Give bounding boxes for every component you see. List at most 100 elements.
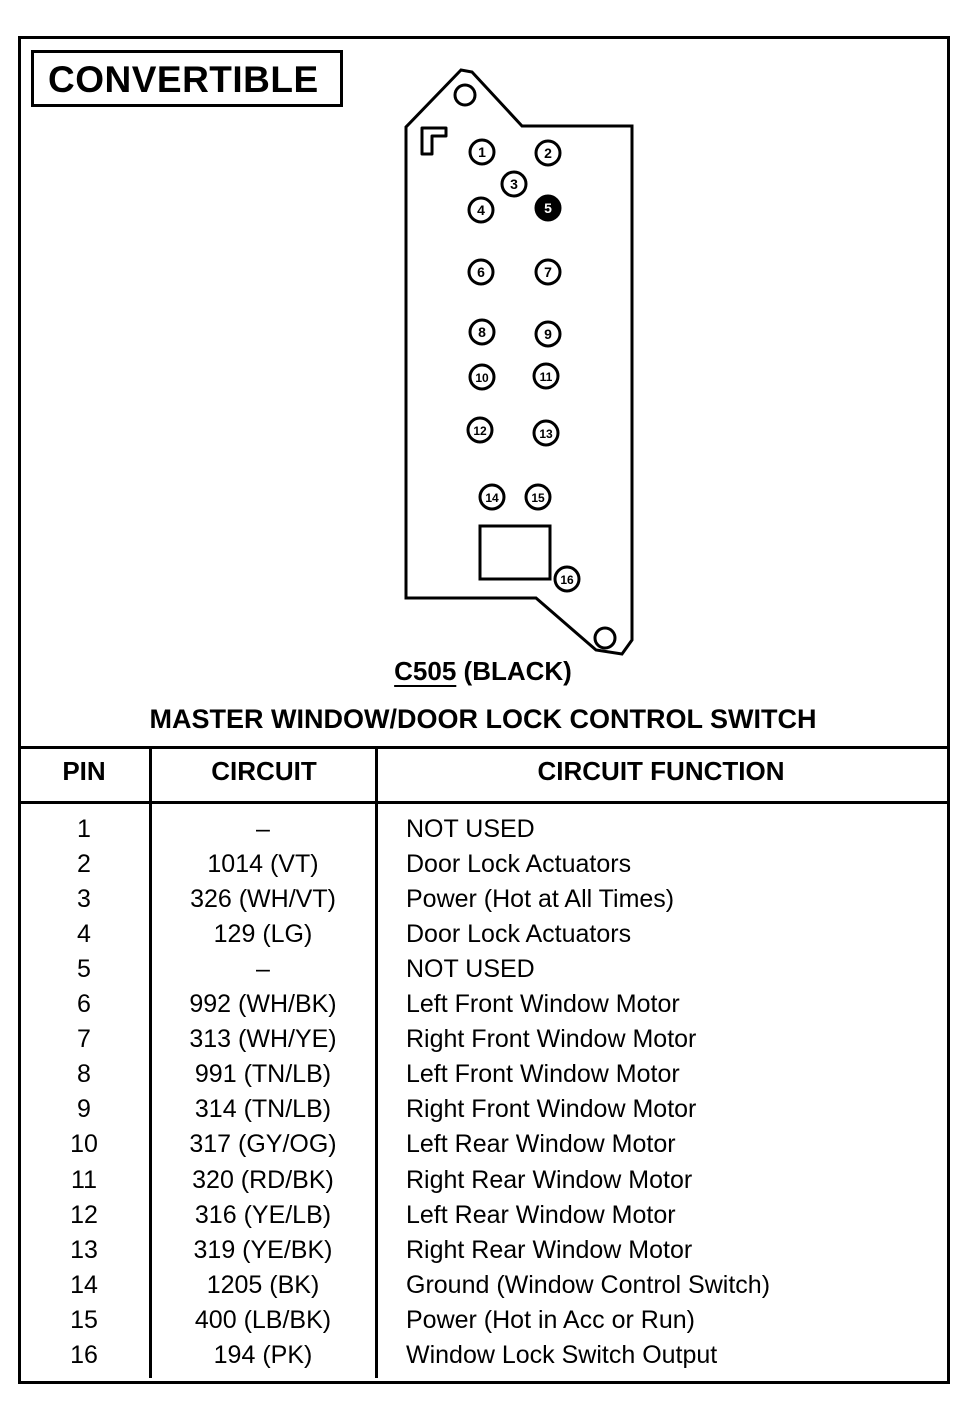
table-row: 12 316 (YE/LB) Left Rear Window Motor bbox=[18, 1201, 950, 1236]
circuit-cell: 1205 (BK) bbox=[206, 1270, 320, 1299]
table-row: 10 317 (GY/OG) Left Rear Window Motor bbox=[18, 1130, 950, 1165]
pin-cell: 8 bbox=[77, 1060, 91, 1089]
circuit-cell: 319 (YE/BK) bbox=[193, 1235, 333, 1264]
circuit-cell: 326 (WH/VT) bbox=[190, 885, 336, 914]
header-circuit: CIRCUIT bbox=[211, 756, 317, 786]
function-cell: Right Front Window Motor bbox=[406, 1095, 697, 1124]
pin-number: 8 bbox=[478, 324, 486, 340]
circuit-cell: 313 (WH/YE) bbox=[189, 1025, 337, 1054]
pin-8: 8 bbox=[468, 318, 496, 346]
pin-cell: 2 bbox=[77, 850, 91, 879]
connector-body bbox=[404, 68, 634, 656]
table-row: 2 1014 (VT) Door Lock Actuators bbox=[18, 850, 950, 885]
function-cell: Right Rear Window Motor bbox=[406, 1235, 693, 1264]
table-row: 11 320 (RD/BK) Right Rear Window Motor bbox=[18, 1166, 950, 1201]
function-cell: Left Front Window Motor bbox=[406, 1060, 680, 1089]
circuit-cell: 320 (RD/BK) bbox=[192, 1165, 334, 1194]
pin-11: 11 bbox=[532, 362, 560, 390]
function-cell: NOT USED bbox=[406, 955, 535, 984]
pin-16: 16 bbox=[553, 565, 581, 593]
function-cell: Ground (Window Control Switch) bbox=[406, 1270, 771, 1299]
pin-6: 6 bbox=[467, 258, 495, 286]
column-divider bbox=[149, 746, 152, 1378]
pin-5: 5 bbox=[534, 194, 562, 222]
function-cell: Left Front Window Motor bbox=[406, 990, 680, 1019]
page-title: CONVERTIBLE bbox=[48, 59, 319, 100]
diagram-frame bbox=[18, 36, 950, 1384]
header-circuit-function: CIRCUIT FUNCTION bbox=[537, 756, 785, 786]
polarization-key bbox=[420, 126, 448, 156]
pin-number: 14 bbox=[485, 491, 499, 505]
pin-table: PIN CIRCUIT CIRCUIT FUNCTION 1 – NOT USED 2… bbox=[18, 746, 950, 1378]
pin-3: 3 bbox=[500, 170, 528, 198]
table-row: 5 – NOT USED bbox=[18, 955, 950, 990]
pin-number: 10 bbox=[475, 371, 489, 385]
pin-number: 6 bbox=[477, 264, 485, 280]
pin-1: 1 bbox=[468, 138, 496, 166]
pin-cell: 6 bbox=[77, 990, 91, 1019]
pin-cell: 12 bbox=[70, 1200, 98, 1229]
pin-number: 12 bbox=[473, 424, 487, 438]
pin-cell: 15 bbox=[70, 1305, 98, 1334]
circuit-cell: 992 (WH/BK) bbox=[189, 990, 337, 1019]
pin-cell: 9 bbox=[77, 1095, 91, 1124]
circuit-cell: 129 (LG) bbox=[213, 920, 313, 949]
mounting-hole-bottom bbox=[593, 626, 617, 650]
pin-cell: 1 bbox=[77, 815, 91, 843]
pin-number: 3 bbox=[510, 176, 518, 192]
function-cell: Power (Hot at All Times) bbox=[406, 885, 675, 914]
pin-9: 9 bbox=[534, 320, 562, 348]
pin-14: 14 bbox=[478, 483, 506, 511]
circuit-cell: 991 (TN/LB) bbox=[194, 1060, 332, 1089]
pin-4: 4 bbox=[467, 196, 495, 224]
table-row: 1–NOT USED bbox=[18, 815, 950, 850]
connector-label: C505 (BLACK) bbox=[0, 656, 966, 687]
function-cell: Left Rear Window Motor bbox=[406, 1130, 676, 1159]
column-divider bbox=[375, 746, 378, 1378]
pin-10: 10 bbox=[468, 363, 496, 391]
pin-cell: 10 bbox=[70, 1130, 98, 1159]
function-cell: Door Lock Actuators bbox=[406, 850, 632, 879]
pin-2: 2 bbox=[534, 139, 562, 167]
circuit-cell: 1014 (VT) bbox=[207, 850, 319, 879]
pin-number: 9 bbox=[544, 326, 552, 342]
pin-cell: 11 bbox=[71, 1165, 97, 1194]
connector-color: (BLACK) bbox=[463, 656, 572, 686]
pin-number: 16 bbox=[560, 573, 574, 587]
table-header-rule bbox=[18, 801, 950, 804]
pin-cell: 14 bbox=[70, 1270, 98, 1299]
function-cell: Door Lock Actuators bbox=[406, 920, 632, 949]
pin-number: 13 bbox=[539, 427, 553, 441]
pin-7: 7 bbox=[534, 258, 562, 286]
title-box: CONVERTIBLE bbox=[31, 50, 343, 107]
header-pin: PIN bbox=[62, 756, 106, 786]
circuit-cell: 316 (YE/LB) bbox=[194, 1200, 332, 1229]
pin-number: 2 bbox=[544, 145, 552, 161]
function-cell: Right Rear Window Motor bbox=[406, 1165, 693, 1194]
pin-cell: 3 bbox=[77, 885, 91, 914]
pin-number: 1 bbox=[478, 144, 486, 160]
circuit-cell: – bbox=[256, 815, 270, 843]
pin-13: 13 bbox=[532, 419, 560, 447]
table-row: 8 991 (TN/LB) Left Front Window Motor bbox=[18, 1060, 950, 1095]
table-row: 3 326 (WH/VT) Power (Hot at All Times) bbox=[18, 885, 950, 920]
table-row: 14 1205 (BK) Ground (Window Control Switch… bbox=[18, 1271, 950, 1306]
function-cell: Window Lock Switch Output bbox=[406, 1340, 718, 1369]
function-cell: Right Front Window Motor bbox=[406, 1025, 697, 1054]
pin-number: 4 bbox=[477, 202, 485, 218]
latch-window bbox=[478, 524, 552, 581]
function-cell: Left Rear Window Motor bbox=[406, 1200, 676, 1229]
circuit-cell: 317 (GY/OG) bbox=[189, 1130, 337, 1159]
pin-number: 11 bbox=[540, 370, 553, 384]
table-row: 6 992 (WH/BK) Left Front Window Motor bbox=[18, 990, 950, 1025]
pin-number: 15 bbox=[531, 491, 545, 505]
pin-cell: 5 bbox=[77, 955, 91, 984]
circuit-cell: – bbox=[256, 955, 270, 984]
